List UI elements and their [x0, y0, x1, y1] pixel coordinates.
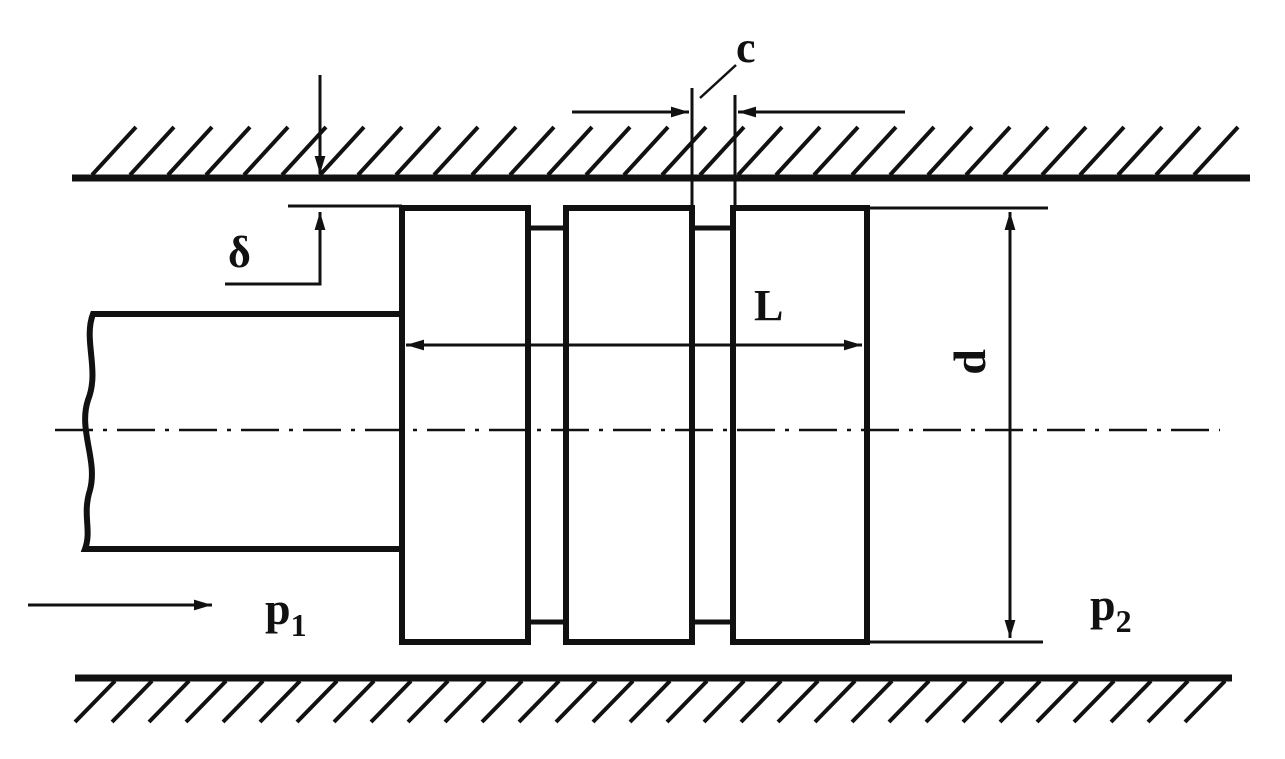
hatch-line [1109, 679, 1153, 724]
seal-land-1 [399, 205, 531, 645]
hatch-line [628, 679, 672, 724]
diameter-extension-lines [867, 206, 1048, 644]
hatch-line [406, 679, 450, 724]
hatch-line [480, 679, 524, 724]
hatch-line [1192, 125, 1240, 177]
hatch-line [888, 125, 936, 177]
hatch-line [698, 125, 746, 177]
hatch-line [1078, 125, 1126, 177]
hatch-line [739, 679, 783, 724]
hatch-line [90, 125, 138, 177]
seal-lands [399, 205, 870, 645]
hatch-line [258, 679, 302, 724]
hatch-line [369, 679, 413, 724]
hatch-line [702, 679, 746, 724]
hatch-line [128, 125, 176, 177]
hatch-line [850, 679, 894, 724]
hatch-line [1002, 125, 1050, 177]
hatch-line [470, 125, 518, 177]
piston-rod [80, 311, 400, 552]
label-d: d [944, 349, 995, 375]
top-wall-hatching [90, 125, 1240, 177]
seal-land-2 [563, 205, 695, 645]
hatch-line [356, 125, 404, 177]
radial-gap-dimension [225, 75, 402, 286]
hatch-line [1116, 125, 1164, 177]
bottom-wall-hatching [73, 679, 1227, 724]
hatch-line [73, 679, 117, 724]
hatch-line [332, 679, 376, 724]
top-housing-wall [72, 125, 1250, 182]
hatch-line [926, 125, 974, 177]
hatch-line [776, 679, 820, 724]
hatch-line [584, 125, 632, 177]
seal-grooves [528, 225, 733, 625]
hatch-line [961, 679, 1005, 724]
hatch-line [812, 125, 860, 177]
hatch-line [554, 679, 598, 724]
hatch-line [1183, 679, 1227, 724]
hatch-line [166, 125, 214, 177]
hatch-line [184, 679, 228, 724]
hatch-line [887, 679, 931, 724]
clearance-gap-dimension [572, 64, 905, 208]
seal-land-3 [730, 205, 870, 645]
hatch-line [964, 125, 1012, 177]
hatch-line [850, 125, 898, 177]
label-L: L [754, 281, 783, 330]
label-c: c [736, 23, 756, 72]
hatch-line [622, 125, 670, 177]
hatch-line [508, 125, 556, 177]
hatch-line [443, 679, 487, 724]
label-p1: p1 [265, 583, 307, 643]
hatch-line [1072, 679, 1116, 724]
hatch-line [660, 125, 708, 177]
hatch-line [204, 125, 252, 177]
hatch-line [432, 125, 480, 177]
hatch-line [924, 679, 968, 724]
hatch-line [318, 125, 366, 177]
hatch-line [1146, 679, 1190, 724]
hatch-line [242, 125, 290, 177]
hatch-line [998, 679, 1042, 724]
hatch-line [546, 125, 594, 177]
hatch-line [517, 679, 561, 724]
hatch-line [736, 125, 784, 177]
label-delta: δ [228, 228, 251, 277]
hatch-line [1040, 125, 1088, 177]
hatch-line [1035, 679, 1079, 724]
hatch-line [147, 679, 191, 724]
hatch-line [221, 679, 265, 724]
bottom-housing-wall [73, 674, 1232, 724]
hatch-line [295, 679, 339, 724]
hatch-line [665, 679, 709, 724]
hatch-line [110, 679, 154, 724]
label-p2: p2 [1090, 579, 1132, 639]
hatch-line [591, 679, 635, 724]
hatch-line [774, 125, 822, 177]
hatch-line [1154, 125, 1202, 177]
hatch-line [813, 679, 857, 724]
hatch-line [394, 125, 442, 177]
